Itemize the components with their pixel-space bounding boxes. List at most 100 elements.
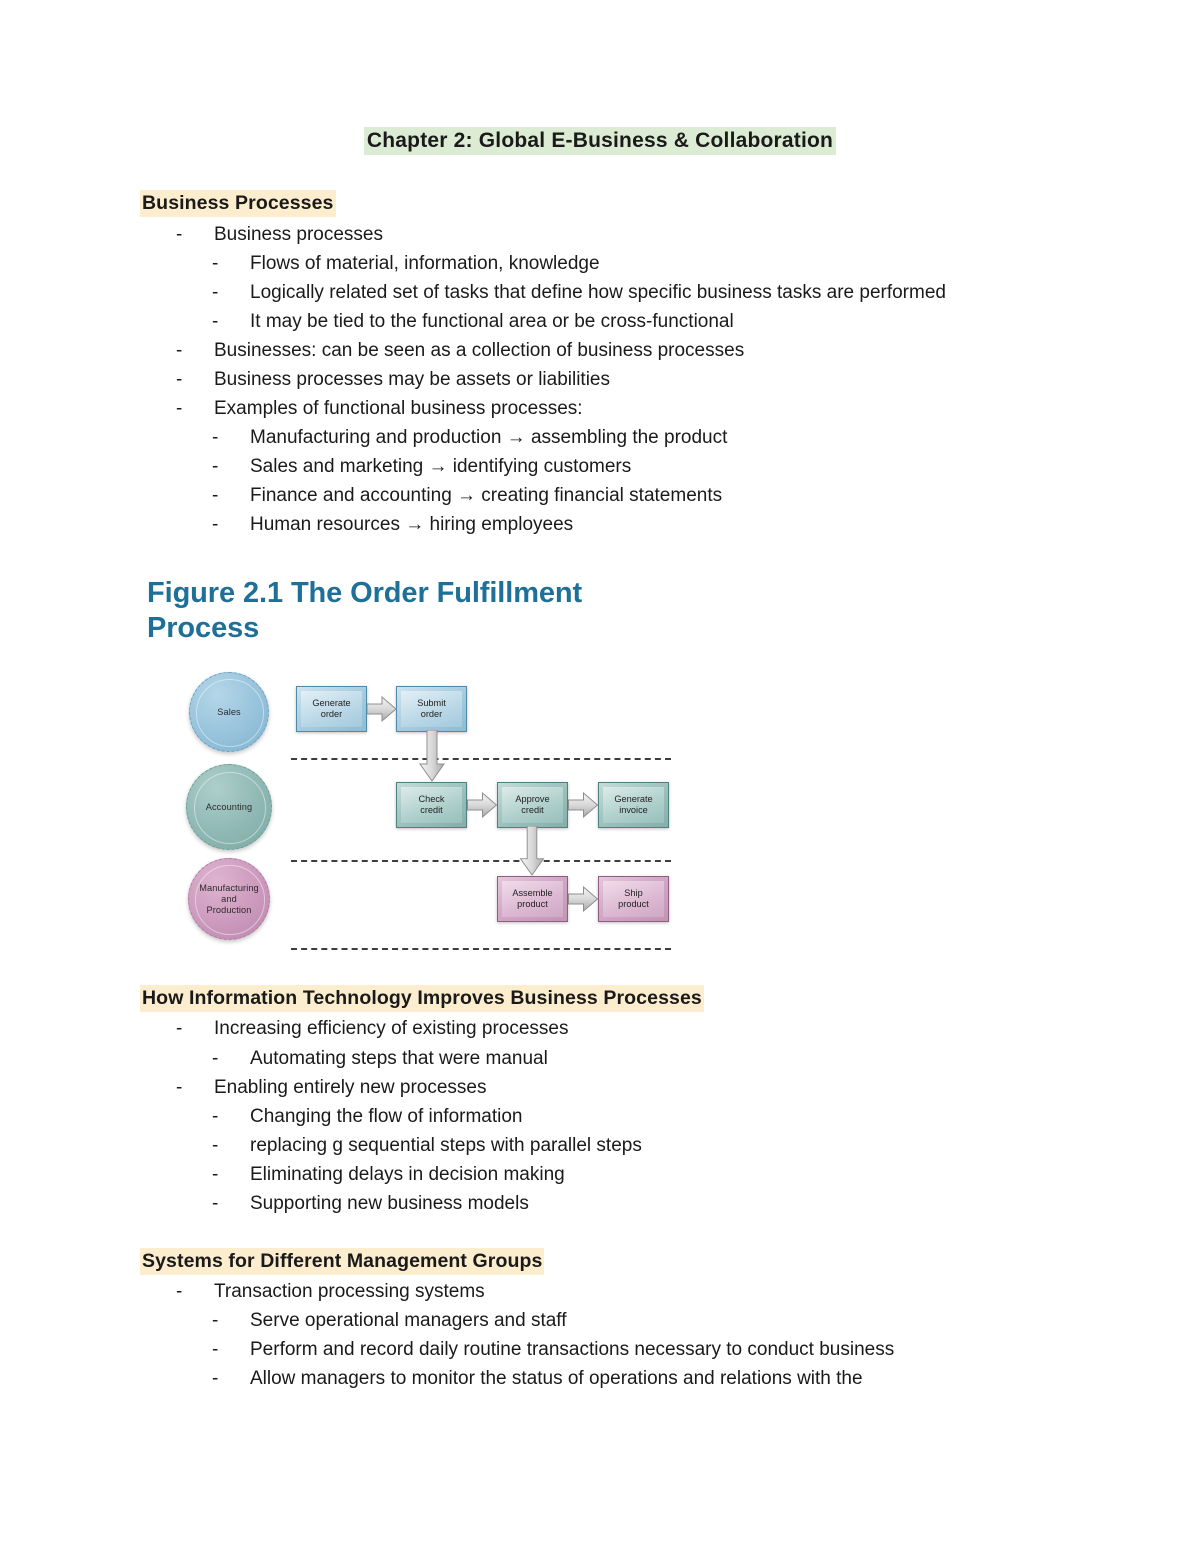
lane-circle-manufacturing: Manufacturing and Production [188, 858, 270, 941]
list-item-label: replacing g sequential steps with parall… [250, 1134, 642, 1156]
label-line-2: order [320, 709, 343, 720]
bullet-dash: - [176, 398, 183, 420]
lane-circle-sales: Sales [189, 672, 269, 753]
label-line-1: Generate [312, 697, 351, 708]
list-item-label: Enabling entirely new processes [214, 1076, 487, 1098]
list-item: - Allow managers to monitor the status o… [212, 1365, 1060, 1394]
process-box-submit-order-label: Submit order [415, 698, 448, 721]
page-title-text: Chapter 2: Global E-Business & Collabora… [363, 127, 837, 155]
bullet-dash: - [212, 1047, 219, 1069]
label-line-2: order [420, 709, 443, 720]
bullet-dash: - [212, 1105, 219, 1127]
process-box-generate-invoice-label: Generate invoice [612, 794, 654, 817]
list-item-label: Logically related set of tasks that defi… [250, 281, 946, 303]
lane-divider-accounting-manufacturing [291, 860, 671, 863]
list-item-label: Flows of material, information, knowledg… [250, 252, 600, 274]
bullet-sublist-functional-examples: - Manufacturing and production → assembl… [212, 424, 1060, 540]
mfg-line-1: Manufacturing [199, 882, 259, 893]
process-box-generate-order: Generate order [296, 686, 367, 733]
list-item-label: Business processes [214, 223, 383, 245]
bullet-dash: - [212, 252, 219, 274]
list-item: - It may be tied to the functional area … [212, 308, 1060, 337]
label-line-1: Check [418, 793, 445, 804]
box-face [401, 787, 462, 824]
list-item: - Logically related set of tasks that de… [212, 279, 1060, 308]
list-item: - Flows of material, information, knowle… [212, 250, 1060, 279]
bullet-list-business-processes-2: - Businesses: can be seen as a collectio… [176, 337, 1060, 424]
bullet-dash: - [212, 1310, 219, 1331]
process-box-check-credit-label: Check credit [416, 794, 446, 817]
process-box-submit-order: Submit order [396, 686, 467, 733]
box-face [301, 691, 362, 728]
section-heading-it-improves: How Information Technology Improves Busi… [140, 985, 1060, 1013]
bullet-dash: - [212, 514, 219, 536]
bullet-sublist-it-improves-1: - Automating steps that were manual [212, 1045, 1060, 1074]
process-box-check-credit: Check credit [396, 782, 467, 829]
label-line-2: product [517, 899, 548, 910]
list-item: - Supporting new business models [212, 1190, 1060, 1219]
list-item-label: Businesses: can be seen as a collection … [214, 339, 745, 361]
bullet-list-business-processes: - Business processes [176, 221, 1060, 250]
list-item-label: Increasing efficiency of existing proces… [214, 1018, 569, 1040]
label-line-1: Submit [417, 697, 446, 708]
bullet-dash: - [212, 281, 219, 303]
list-item: - Finance and accounting → creating fina… [212, 482, 1060, 511]
process-box-approve-credit: Approve credit [497, 782, 568, 829]
label-line-1: Approve [515, 793, 550, 804]
box-face [502, 881, 563, 918]
list-item-label: Sales and marketing → identifying custom… [250, 456, 632, 478]
lane-divider-bottom [291, 948, 671, 951]
process-box-ship-product: Ship product [598, 876, 669, 923]
lane-circle-sales-label: Sales [217, 706, 241, 717]
label-line-2: product [618, 899, 649, 910]
section-heading-text: Business Processes [140, 190, 336, 218]
bullet-sublist-business-processes-1: - Flows of material, information, knowle… [212, 250, 1060, 337]
process-box-ship-product-label: Ship product [616, 888, 651, 911]
label-line-2: invoice [619, 805, 648, 816]
list-item: - Business processes may be assets or li… [176, 366, 1060, 395]
process-box-approve-credit-label: Approve credit [513, 794, 551, 817]
arrow-generate-to-submit-icon [367, 696, 397, 723]
list-item-label: Transaction processing systems [214, 1280, 485, 1302]
arrow-submit-to-check-credit-icon [419, 730, 445, 782]
arrow-assemble-to-ship-icon [568, 886, 599, 913]
bullet-dash: - [212, 485, 219, 507]
list-item: - Businesses: can be seen as a collectio… [176, 337, 1060, 366]
list-item-label: Automating steps that were manual [250, 1047, 548, 1069]
list-item: - Examples of functional business proces… [176, 395, 1060, 424]
circle-inner-ring [195, 865, 265, 935]
bullet-dash: - [212, 310, 219, 332]
bullet-dash: - [212, 456, 219, 478]
bullet-sublist-management-groups: - Serve operational managers and staff -… [212, 1307, 1060, 1394]
box-face [401, 691, 462, 728]
list-item-label: Examples of functional business processe… [214, 398, 583, 420]
list-item-label: Finance and accounting → creating financ… [250, 485, 723, 507]
list-item: - Enabling entirely new processes [176, 1074, 1060, 1103]
list-item: - Business processes [176, 221, 1060, 250]
list-item-label: Allow managers to monitor the status of … [250, 1368, 863, 1390]
box-face [603, 881, 664, 918]
bullet-dash: - [212, 1192, 219, 1214]
arrow-approve-to-invoice-icon [568, 792, 599, 819]
list-item-label: Changing the flow of information [250, 1105, 523, 1127]
figure-diagram: Sales Accounting Manufacturing and Produ… [161, 660, 691, 956]
label-line-1: Assemble [512, 887, 553, 898]
bullet-dash: - [176, 369, 183, 390]
bullet-dash: - [212, 1134, 219, 1156]
label-line-2: credit [420, 805, 443, 816]
label-line-1: Generate [614, 793, 653, 804]
bullet-dash: - [176, 223, 183, 245]
process-box-assemble-product-label: Assemble product [510, 888, 554, 911]
process-box-generate-order-label: Generate order [310, 698, 352, 721]
bullet-list-it-improves-1: - Increasing efficiency of existing proc… [176, 1015, 1060, 1044]
section-heading-text: Systems for Different Management Groups [140, 1247, 545, 1275]
list-item-label: Human resources → hiring employees [250, 514, 574, 536]
arrow-check-to-approve-icon [467, 792, 498, 819]
list-item-label: Perform and record daily routine transac… [250, 1339, 895, 1361]
list-item-label: Manufacturing and production → assemblin… [250, 427, 728, 449]
list-item-label: Supporting new business models [250, 1192, 529, 1214]
bullet-list-it-improves-2: - Enabling entirely new processes [176, 1074, 1060, 1103]
lane-circle-accounting-label: Accounting [205, 801, 253, 812]
figure-order-fulfillment: Figure 2.1 The Order Fulfillment Process… [147, 576, 1060, 956]
mfg-line-3: Production [206, 904, 252, 915]
